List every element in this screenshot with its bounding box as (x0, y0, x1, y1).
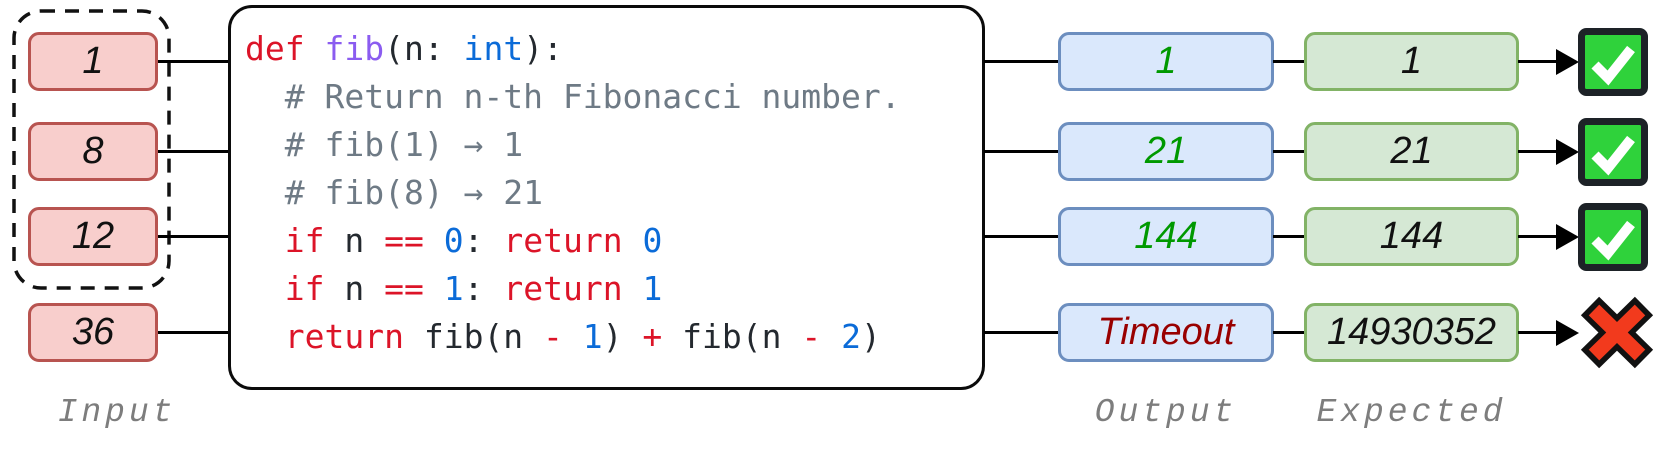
code-token (245, 221, 285, 260)
code-line: # Return n-th Fibonacci number. (245, 77, 901, 116)
connector-line (984, 150, 1059, 153)
expected-value-box: 14930352 (1304, 303, 1519, 362)
code-token: ) (602, 317, 643, 356)
connector-line (158, 150, 228, 153)
arrow-shaft (1518, 60, 1560, 63)
code-token: n (324, 221, 385, 260)
code-token: # fib(1) → 1 (245, 125, 524, 164)
code-token: return (503, 221, 623, 260)
code-token (623, 221, 643, 260)
arrow-head (1556, 223, 1579, 250)
arrow-head (1556, 48, 1579, 75)
code-token (305, 29, 325, 68)
code-token: - (801, 317, 822, 356)
code-token (424, 221, 444, 260)
output-value-box: 1 (1058, 32, 1274, 91)
code-token: fib (324, 29, 385, 68)
arrow-head (1556, 319, 1579, 346)
arrow-shaft (1518, 150, 1560, 153)
code-token: ) (861, 317, 881, 356)
input-value-box: 8 (28, 122, 158, 181)
connector-line (1273, 150, 1305, 153)
arrow-shaft (1518, 331, 1560, 334)
connector-line (158, 235, 228, 238)
expected-value-box: 21 (1304, 122, 1519, 181)
code-line: # fib(1) → 1 (245, 125, 523, 164)
connector-line (1273, 235, 1305, 238)
cross-icon (1578, 295, 1656, 370)
code-token: # Return n-th Fibonacci number. (245, 77, 901, 116)
code-token: 1 (642, 269, 663, 308)
expected-value-box: 144 (1304, 207, 1519, 266)
check-icon (1578, 117, 1648, 186)
output-value-box: 144 (1058, 207, 1274, 266)
dashed-group-outline (12, 9, 171, 290)
code-token: + (642, 317, 663, 356)
code-token: 0 (642, 221, 663, 260)
code-token: 0 (443, 221, 464, 260)
code-listing: def fib(n: int): # Return n-th Fibonacci… (245, 25, 901, 361)
connector-line (984, 331, 1059, 334)
connector-line (984, 60, 1059, 63)
code-block (228, 5, 985, 390)
input-label: Input (57, 394, 177, 431)
code-token: fib(n (662, 317, 802, 356)
code-token: if (284, 221, 325, 260)
code-token: : (463, 269, 504, 308)
code-token: ): (523, 29, 563, 68)
code-token: if (284, 269, 325, 308)
code-token: 1 (443, 269, 464, 308)
code-token: - (543, 317, 563, 356)
code-token (821, 317, 841, 356)
expected-label: Expected (1316, 394, 1507, 431)
code-line: return fib(n - 1) + fib(n - 2) (245, 317, 881, 356)
output-label: Output (1094, 394, 1238, 431)
code-line: # fib(8) → 21 (245, 173, 543, 212)
code-token: (n: (384, 29, 464, 68)
input-value-box: 1 (28, 32, 158, 91)
output-value-box: 21 (1058, 122, 1274, 181)
code-token: n (324, 269, 385, 308)
connector-line (158, 331, 228, 334)
code-token (245, 317, 285, 356)
code-token (245, 269, 285, 308)
check-icon (1578, 27, 1648, 96)
input-value-box: 36 (28, 303, 158, 362)
code-token: return (284, 317, 404, 356)
code-line: if n == 1: return 1 (245, 269, 663, 308)
arrow-head (1556, 138, 1579, 165)
code-token: 1 (582, 317, 603, 356)
code-token (623, 269, 643, 308)
code-token (424, 269, 444, 308)
code-token: def (245, 29, 305, 68)
connector-line (1273, 60, 1305, 63)
code-line: def fib(n: int): (245, 29, 563, 68)
output-value-box: Timeout (1058, 303, 1274, 362)
code-token: fib(n (403, 317, 544, 356)
code-token: 2 (841, 317, 861, 356)
expected-value-box: 1 (1304, 32, 1519, 91)
code-token: == (384, 221, 424, 260)
arrow-shaft (1518, 235, 1560, 238)
code-token: # fib(8) → 21 (245, 173, 544, 212)
check-icon (1578, 202, 1648, 271)
code-token (563, 317, 583, 356)
code-token: : (463, 221, 504, 260)
input-value-box: 12 (28, 207, 158, 266)
connector-line (1273, 331, 1305, 334)
connector-line (984, 235, 1059, 238)
code-token: int (463, 29, 524, 68)
code-token: return (503, 269, 623, 308)
connector-line (158, 60, 228, 63)
code-token: == (384, 269, 424, 308)
code-line: if n == 0: return 0 (245, 221, 663, 260)
